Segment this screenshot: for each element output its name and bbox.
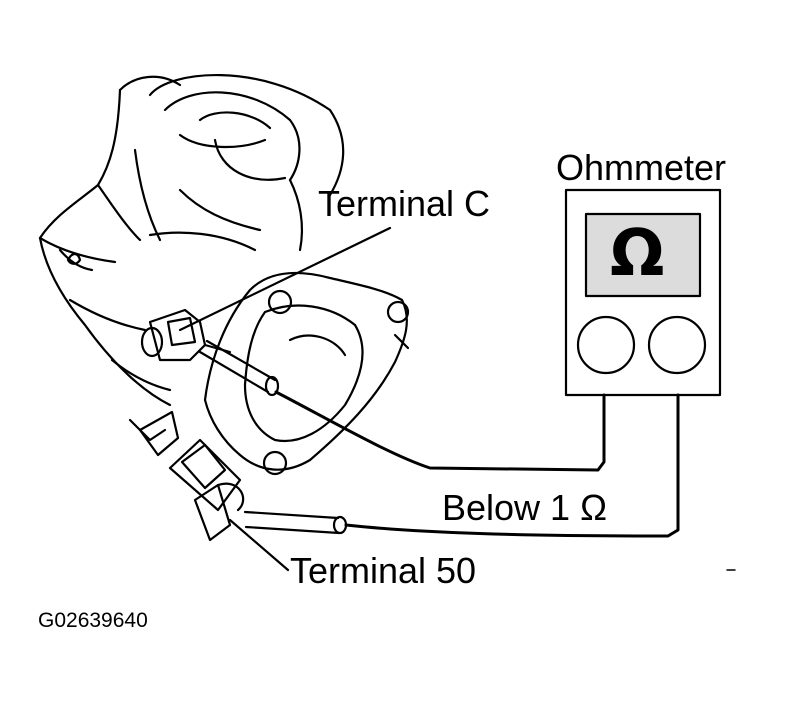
lead-wire-terminal-50 xyxy=(344,393,680,538)
probe-terminal-c xyxy=(198,339,280,397)
ohmmeter-label: Ohmmeter xyxy=(556,147,727,188)
terminal-50-connector xyxy=(138,410,245,542)
ohm-symbol: Ω xyxy=(610,217,665,291)
mounting-flange xyxy=(203,271,410,476)
ohmmeter-display xyxy=(584,212,702,298)
figure-code: G02639640 xyxy=(38,609,148,632)
ohmmeter-jack-right xyxy=(647,315,707,375)
ohmmeter-body xyxy=(564,188,722,397)
terminal-50-label: Terminal 50 xyxy=(290,550,477,591)
starter-motor-body xyxy=(38,73,345,442)
terminal-c-label: Terminal C xyxy=(318,183,491,224)
reading-label: Below 1 Ω xyxy=(442,487,607,528)
terminal-c-leader-line xyxy=(178,226,392,332)
probe-terminal-50 xyxy=(243,510,348,535)
ohmmeter-jack-left xyxy=(576,315,636,375)
lead-wire-terminal-c xyxy=(274,390,606,472)
terminal-50-leader-line xyxy=(228,518,290,572)
